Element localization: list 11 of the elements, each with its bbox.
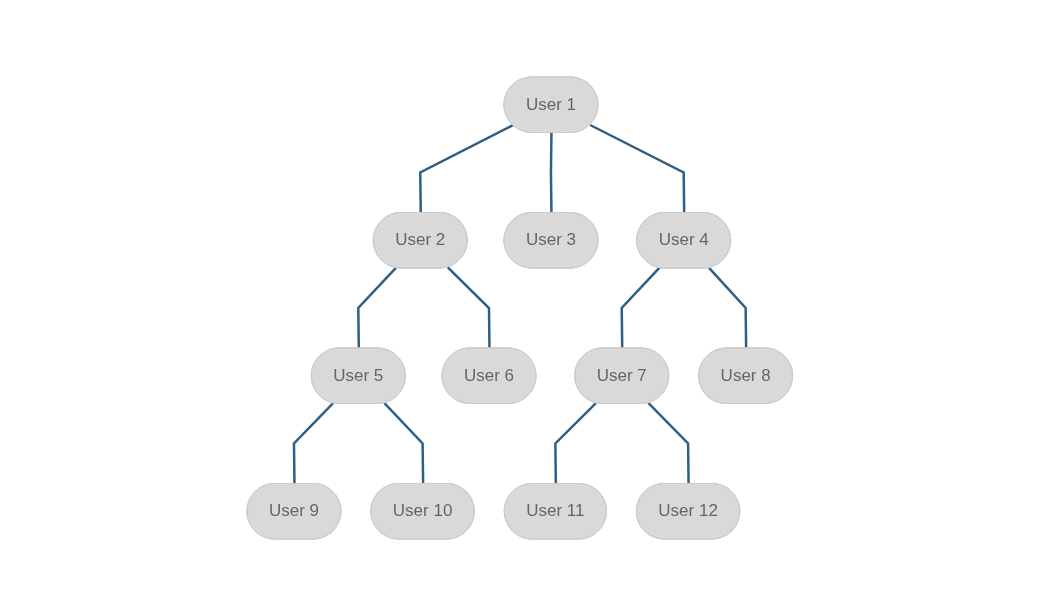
connector (292, 402, 335, 484)
connector (620, 267, 661, 349)
connector (554, 402, 597, 484)
connector (419, 124, 514, 213)
connector (708, 267, 748, 349)
connector (647, 402, 691, 484)
connector (549, 133, 553, 213)
connector (589, 123, 686, 213)
connector (357, 267, 397, 349)
connector (447, 266, 491, 349)
connector (383, 402, 425, 484)
